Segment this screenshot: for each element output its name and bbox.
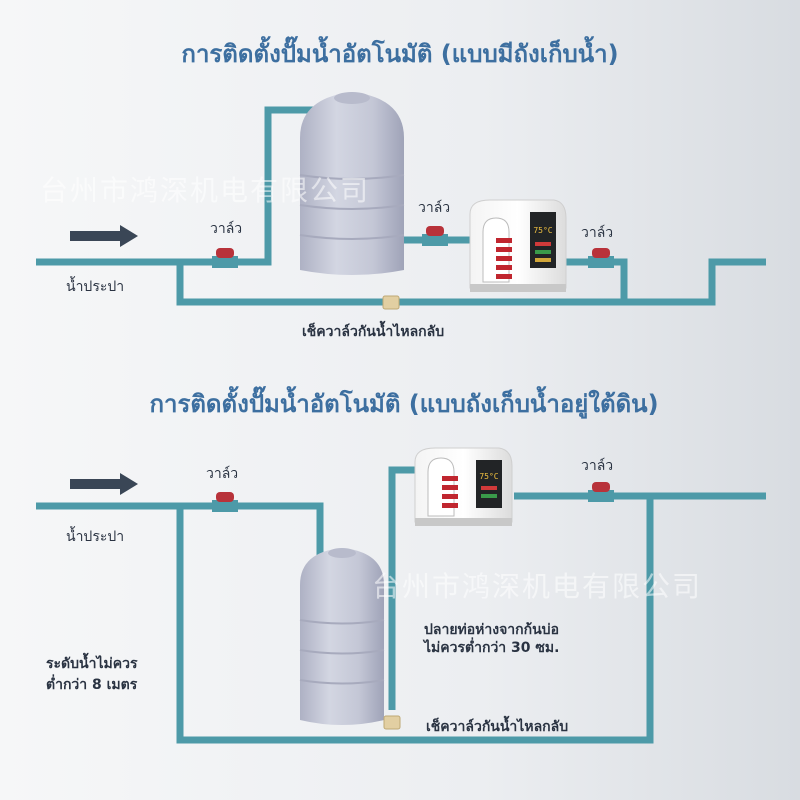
valve-3 [588,248,614,268]
pump-display-readout: 75°C [479,472,498,481]
pump-control-panel [476,460,502,508]
inlet-label: น้ำประปา [66,276,124,295]
level-note-line-2: ต่ำกว่า 8 เมตร [46,674,138,693]
valve-label-3: วาล์ว [581,224,613,241]
section-top: การติดตั้งปั๊มน้ำอัตโนมัติ (แบบมีถังเก็บ… [36,35,766,340]
valve-label-1: วาล์ว [206,465,238,482]
pipe-inlet-to-tank [36,502,324,556]
pump: 75°C [469,199,567,292]
pipe-outlet [624,258,766,306]
pump: 75°C [414,447,513,526]
level-note-line-1: ระดับน้ำไม่ควร [46,652,138,672]
pipe-suction [388,466,415,710]
bottom-pipes [36,466,766,744]
valve-1 [212,492,238,512]
valve-1 [212,248,238,268]
section-bottom-title: การติดตั้งปั๊มน้ำอัตโนมัติ (แบบถังเก็บน้… [149,385,658,419]
watermark-bottom: 台州市鸿深机电有限公司 [372,570,702,603]
flow-arrow-icon [70,225,138,247]
check-valve-label: เช็ควาล์วกันน้ำไหลกลับ [426,715,568,735]
valve-label-2: วาล์ว [418,199,450,216]
check-valve-label: เช็ควาล์วกันน้ำไหลกลับ [302,320,444,340]
section-top-title: การติดตั้งปั๊มน้ำอัตโนมัติ (แบบมีถังเก็บ… [181,35,618,68]
water-tank [299,92,405,275]
flow-arrow-icon [70,473,138,495]
check-valve [382,295,400,310]
inlet-label: น้ำประปา [66,526,124,545]
watermark-top: 台州市鸿深机电有限公司 [40,174,370,207]
pipe-return-loop [176,496,654,744]
pipe-end-note-line-2: ไม่ควรต่ำกว่า 30 ซม. [422,637,559,656]
water-tank [299,548,385,725]
pipe-inlet-to-tank [36,106,322,266]
valve-label-2: วาล์ว [581,457,613,474]
pipe-end-note-line-1: ปลายท่อห่างจากก้นบ่อ [424,622,559,638]
valve-2 [422,226,448,246]
pump-display-readout: 75°C [533,226,552,235]
valve-label-1: วาล์ว [210,220,242,237]
check-valve [383,715,401,730]
section-bottom: การติดตั้งปั๊มน้ำอัตโนมัติ (แบบถังเก็บน้… [36,385,766,744]
valve-2 [588,482,614,502]
